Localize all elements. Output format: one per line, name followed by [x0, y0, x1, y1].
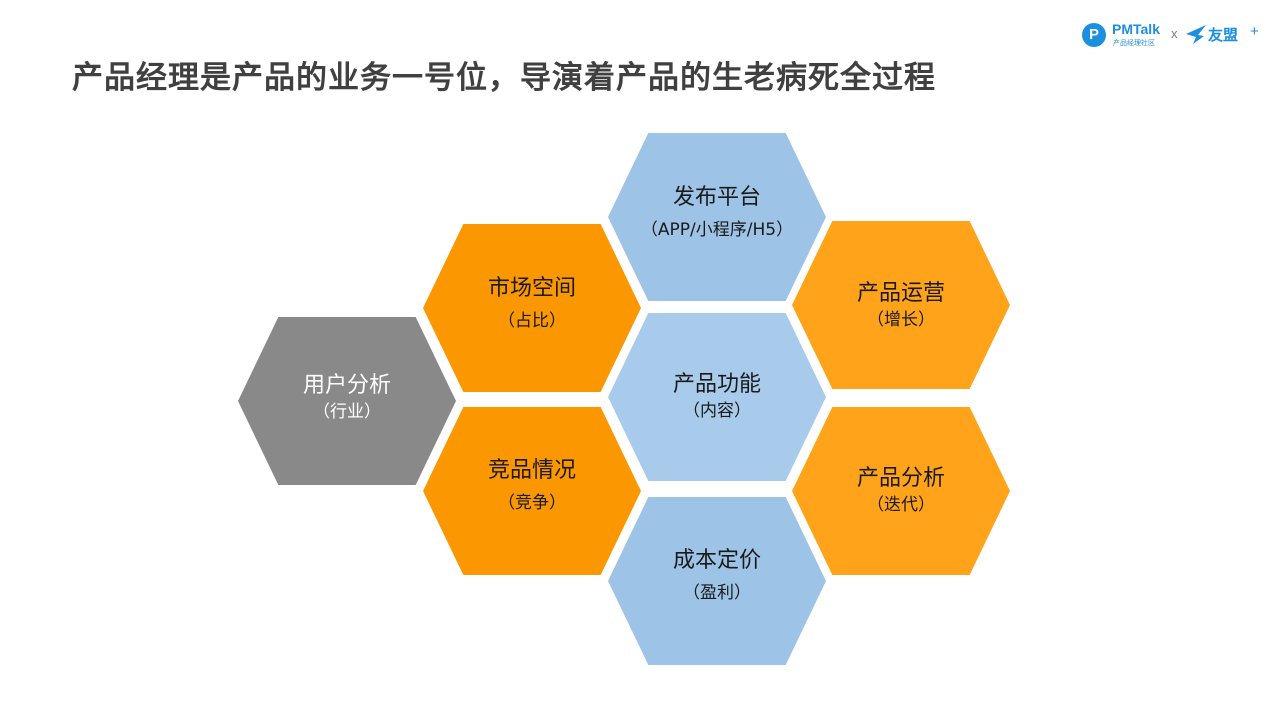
- umeng-plus: +: [1250, 23, 1259, 40]
- hex-subtitle: （竞争）: [498, 493, 566, 513]
- hex-product-function: [608, 313, 826, 481]
- pmtalk-logo-icon: P: [1082, 23, 1106, 47]
- hex-user-analysis: [238, 317, 456, 485]
- hex-competition: [423, 407, 641, 575]
- hex-subtitle: （盈利）: [683, 583, 751, 603]
- hex-cost-pricing: [608, 497, 826, 665]
- brand-logos: P PMTalk 产品经理社区 x 友盟 +: [1080, 20, 1270, 50]
- hex-title: 市场空间: [487, 276, 576, 301]
- cross-mark: x: [1171, 26, 1178, 41]
- slide-title: 产品经理是产品的业务一号位，导演着产品的生老病死全过程: [72, 60, 936, 96]
- hex-label-release-platform: 发布平台 （APP/小程序/H5）: [607, 184, 827, 242]
- hex-product-operation: [792, 221, 1010, 389]
- umeng-name: 友盟: [1208, 26, 1239, 44]
- hex-title: 用户分析: [302, 373, 391, 398]
- hex-product-analysis: [792, 407, 1010, 575]
- hex-title: 产品功能: [672, 372, 761, 397]
- pmtalk-name: PMTalk: [1112, 21, 1160, 37]
- hex-label-product-operation: 产品运营 （增长）: [791, 280, 1011, 332]
- hex-title: 成本定价: [672, 548, 761, 573]
- hex-subtitle: （迭代）: [867, 495, 935, 515]
- hex-label-competition: 竞品情况 （竞争）: [422, 457, 642, 515]
- hex-label-product-analysis: 产品分析 （迭代）: [791, 465, 1011, 517]
- hex-market-space: [423, 224, 641, 392]
- hex-title: 产品运营: [856, 281, 945, 306]
- hex-label-user-analysis: 用户分析 （行业）: [237, 372, 457, 424]
- hex-label-cost-pricing: 成本定价 （盈利）: [607, 547, 827, 605]
- hex-subtitle: （行业）: [313, 402, 381, 422]
- hex-subtitle: （APP/小程序/H5）: [640, 220, 794, 240]
- hex-subtitle: （占比）: [498, 311, 566, 331]
- hex-subtitle: （增长）: [867, 310, 935, 330]
- hex-label-product-function: 产品功能 （内容）: [607, 371, 827, 423]
- hex-subtitle: （内容）: [683, 401, 751, 421]
- hex-label-market-space: 市场空间 （占比）: [422, 275, 642, 333]
- hex-title: 产品分析: [856, 466, 945, 491]
- hex-title: 竞品情况: [487, 458, 576, 483]
- pmtalk-subtitle: 产品经理社区: [1113, 39, 1155, 47]
- hex-title: 发布平台: [672, 185, 761, 210]
- hex-release-platform: [608, 133, 826, 301]
- umeng-bird-icon: [1186, 25, 1206, 44]
